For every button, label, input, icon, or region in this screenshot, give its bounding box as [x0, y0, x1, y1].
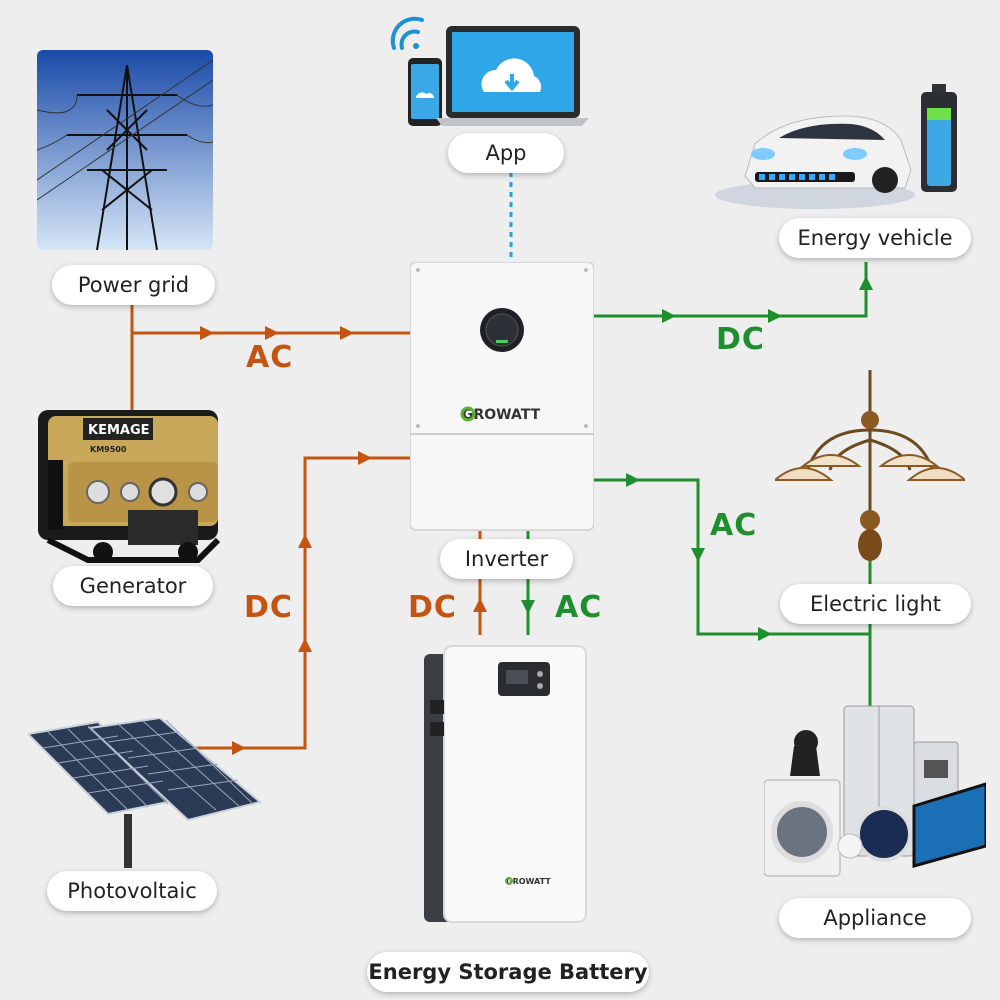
battery-ac-arrow [521, 600, 535, 614]
inverter-logo: GROWATT [462, 407, 541, 423]
light-label: Electric light [780, 584, 971, 624]
vehicle-label: Energy vehicle [779, 218, 971, 258]
power-grid-label: Power grid [52, 265, 215, 305]
photovoltaic-label: Photovoltaic [47, 871, 217, 911]
loads-ac-text: AC [710, 508, 758, 543]
battery-logo: GROWATT [506, 877, 551, 886]
battery-dc-arrow [473, 598, 487, 612]
vehicle-arrow-2 [768, 309, 782, 323]
grid-arrow-2 [265, 326, 279, 340]
generator-brand: KEMAGE [88, 423, 150, 438]
light-image [775, 370, 965, 561]
loads-arrow-2 [691, 548, 705, 562]
pv-arrow-4 [358, 451, 372, 465]
photovoltaic-image [28, 718, 263, 868]
pv-dc-text: DC [244, 590, 293, 625]
vehicle-dc-text: DC [716, 322, 765, 357]
grid-ac-text: AC [246, 340, 294, 375]
appliance-label: Appliance [779, 898, 971, 938]
inverter-label: Inverter [440, 539, 573, 579]
loads-arrow-1 [626, 473, 640, 487]
inverter-image: GROWATT [410, 262, 594, 531]
grid-arrow-3 [340, 326, 354, 340]
app-image [390, 16, 589, 126]
generator-image: KEMAGE KM9500 [38, 410, 221, 563]
pv-arrow-2 [298, 638, 312, 652]
generator-label: Generator [53, 566, 213, 606]
vehicle-image [715, 84, 957, 209]
battery-icon [921, 84, 957, 192]
vehicle-arrow-1 [662, 309, 676, 323]
loads-arrow-3 [758, 627, 772, 641]
pv-arrow-1 [232, 741, 246, 755]
vehicle-line [592, 262, 868, 318]
wifi-icon [390, 16, 424, 50]
battery-label: Energy Storage Battery [367, 952, 649, 992]
battery-image: GROWATT [424, 645, 587, 923]
generator-model: KM9500 [90, 445, 127, 454]
pv-arrow-3 [298, 534, 312, 548]
battery-ac-text: AC [555, 590, 603, 625]
vehicle-arrow-3 [859, 276, 873, 290]
power-grid-image [37, 50, 213, 250]
appliance-image [764, 705, 986, 877]
grid-arrow-1 [200, 326, 214, 340]
battery-dc-text: DC [408, 590, 457, 625]
app-label: App [448, 133, 564, 173]
